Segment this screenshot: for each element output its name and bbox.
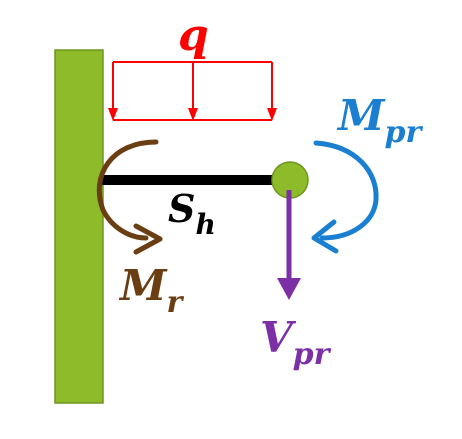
moment-mpr-arrowhead — [311, 219, 339, 254]
label-sh-sub: h — [195, 208, 215, 241]
label-q: q — [178, 10, 209, 61]
moment-mpr-arc — [313, 140, 379, 241]
label-vpr-sub: pr — [293, 337, 332, 372]
distributed-load — [112, 61, 273, 121]
label-mr-sub: r — [167, 285, 185, 320]
arrowhead-1 — [108, 108, 118, 121]
load-arrowheads — [108, 108, 277, 121]
wall-support — [54, 49, 104, 404]
moment-mr-arc — [96, 139, 159, 241]
moment-mr-arrowhead — [133, 223, 163, 255]
arrowhead-3 — [267, 108, 277, 121]
label-vpr: Vpr — [260, 313, 332, 372]
label-mpr: Mpr — [336, 91, 423, 150]
shear-vpr-arrowhead — [277, 278, 301, 300]
arrowhead-2 — [188, 108, 198, 121]
label-mr: Mr — [118, 261, 185, 320]
label-sh: Sh — [168, 186, 216, 241]
label-mpr-sub: pr — [385, 115, 424, 150]
